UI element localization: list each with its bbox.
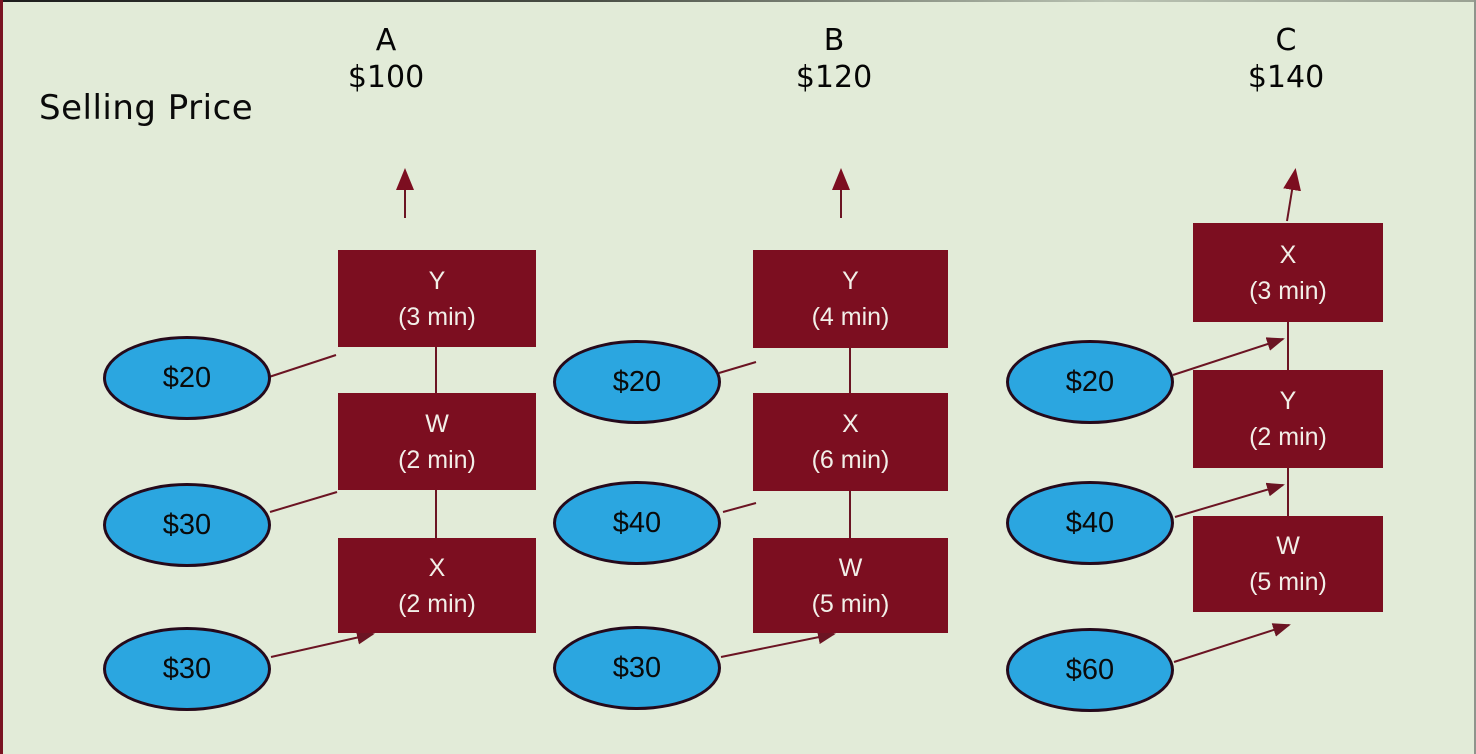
process-box-label: X [842, 410, 859, 438]
process-box-label: X [1279, 240, 1297, 269]
column-a-header: A $100 [301, 22, 471, 96]
process-box-time: (2 min) [1249, 423, 1327, 451]
cost-ellipse-b-2: $40 [553, 481, 721, 565]
column-a-name: A [375, 23, 397, 58]
cost-ellipse-b-1: $20 [553, 340, 721, 424]
process-box-time: (6 min) [811, 446, 890, 474]
output-arrow-c [1283, 168, 1301, 222]
cost-ellipse-b-3: $30 [553, 626, 721, 710]
cost-line-c-3 [1173, 623, 1291, 663]
process-box-c-2: Y (2 min) [1193, 370, 1383, 468]
process-box-b-3: W (5 min) [753, 538, 948, 633]
process-box-label: Y [1279, 387, 1297, 415]
cost-ellipse-c-2: $40 [1006, 481, 1174, 565]
process-box-c-3: W (5 min) [1193, 516, 1383, 612]
process-box-label: Y [842, 267, 859, 295]
cost-label: $30 [162, 508, 212, 541]
process-box-a-2: W (2 min) [338, 393, 536, 490]
cost-line-c-2 [1174, 482, 1285, 518]
column-b-price: $120 [795, 60, 873, 95]
selling-price-label: Selling Price [39, 88, 254, 128]
cost-ellipse-c-1: $20 [1006, 340, 1174, 424]
column-c-price: $140 [1247, 60, 1325, 95]
process-box-a-1: Y (3 min) [338, 250, 536, 347]
cost-label: $30 [612, 651, 662, 684]
cost-line-b-3 [720, 630, 836, 658]
process-box-time: (3 min) [398, 302, 476, 331]
process-box-time: (2 min) [398, 589, 476, 618]
cost-line-a-2 [269, 491, 338, 513]
column-b-header: B $120 [749, 22, 919, 96]
process-box-label: Y [428, 266, 446, 295]
process-box-label: W [1276, 532, 1300, 560]
process-box-label: W [838, 553, 863, 582]
cost-label: $30 [162, 652, 212, 685]
column-a-price: $100 [347, 60, 425, 95]
cost-line-b-2 [722, 502, 757, 513]
process-box-label: W [425, 409, 449, 438]
process-box-label: X [428, 553, 446, 582]
process-box-a-3: X (2 min) [338, 538, 536, 633]
cost-line-a-3 [270, 630, 375, 658]
process-box-time: (2 min) [398, 445, 476, 474]
process-box-b-1: Y (4 min) [753, 250, 948, 348]
process-box-time: (3 min) [1249, 276, 1327, 305]
cost-label: $60 [1065, 653, 1115, 686]
cost-ellipse-a-2: $30 [103, 483, 271, 567]
cost-label: $20 [162, 361, 212, 394]
cost-line-a-1 [268, 354, 337, 378]
process-box-b-2: X (6 min) [753, 393, 948, 491]
cost-label: $20 [612, 365, 662, 398]
cost-label: $40 [1065, 506, 1115, 539]
process-box-time: (5 min) [811, 589, 890, 618]
cost-label: $40 [612, 506, 662, 539]
top-border [3, 0, 1474, 2]
column-c-name: C [1275, 23, 1297, 58]
column-c-header: C $140 [1201, 22, 1371, 96]
cost-ellipse-a-1: $20 [103, 336, 271, 420]
cost-ellipse-c-3: $60 [1006, 628, 1174, 712]
process-box-time: (4 min) [811, 303, 890, 331]
column-b-name: B [823, 23, 845, 58]
cost-label: $20 [1065, 365, 1115, 398]
process-box-time: (5 min) [1249, 568, 1327, 596]
process-box-c-1: X (3 min) [1193, 223, 1383, 322]
cost-line-b-1 [718, 361, 757, 374]
cost-ellipse-a-3: $30 [103, 627, 271, 711]
